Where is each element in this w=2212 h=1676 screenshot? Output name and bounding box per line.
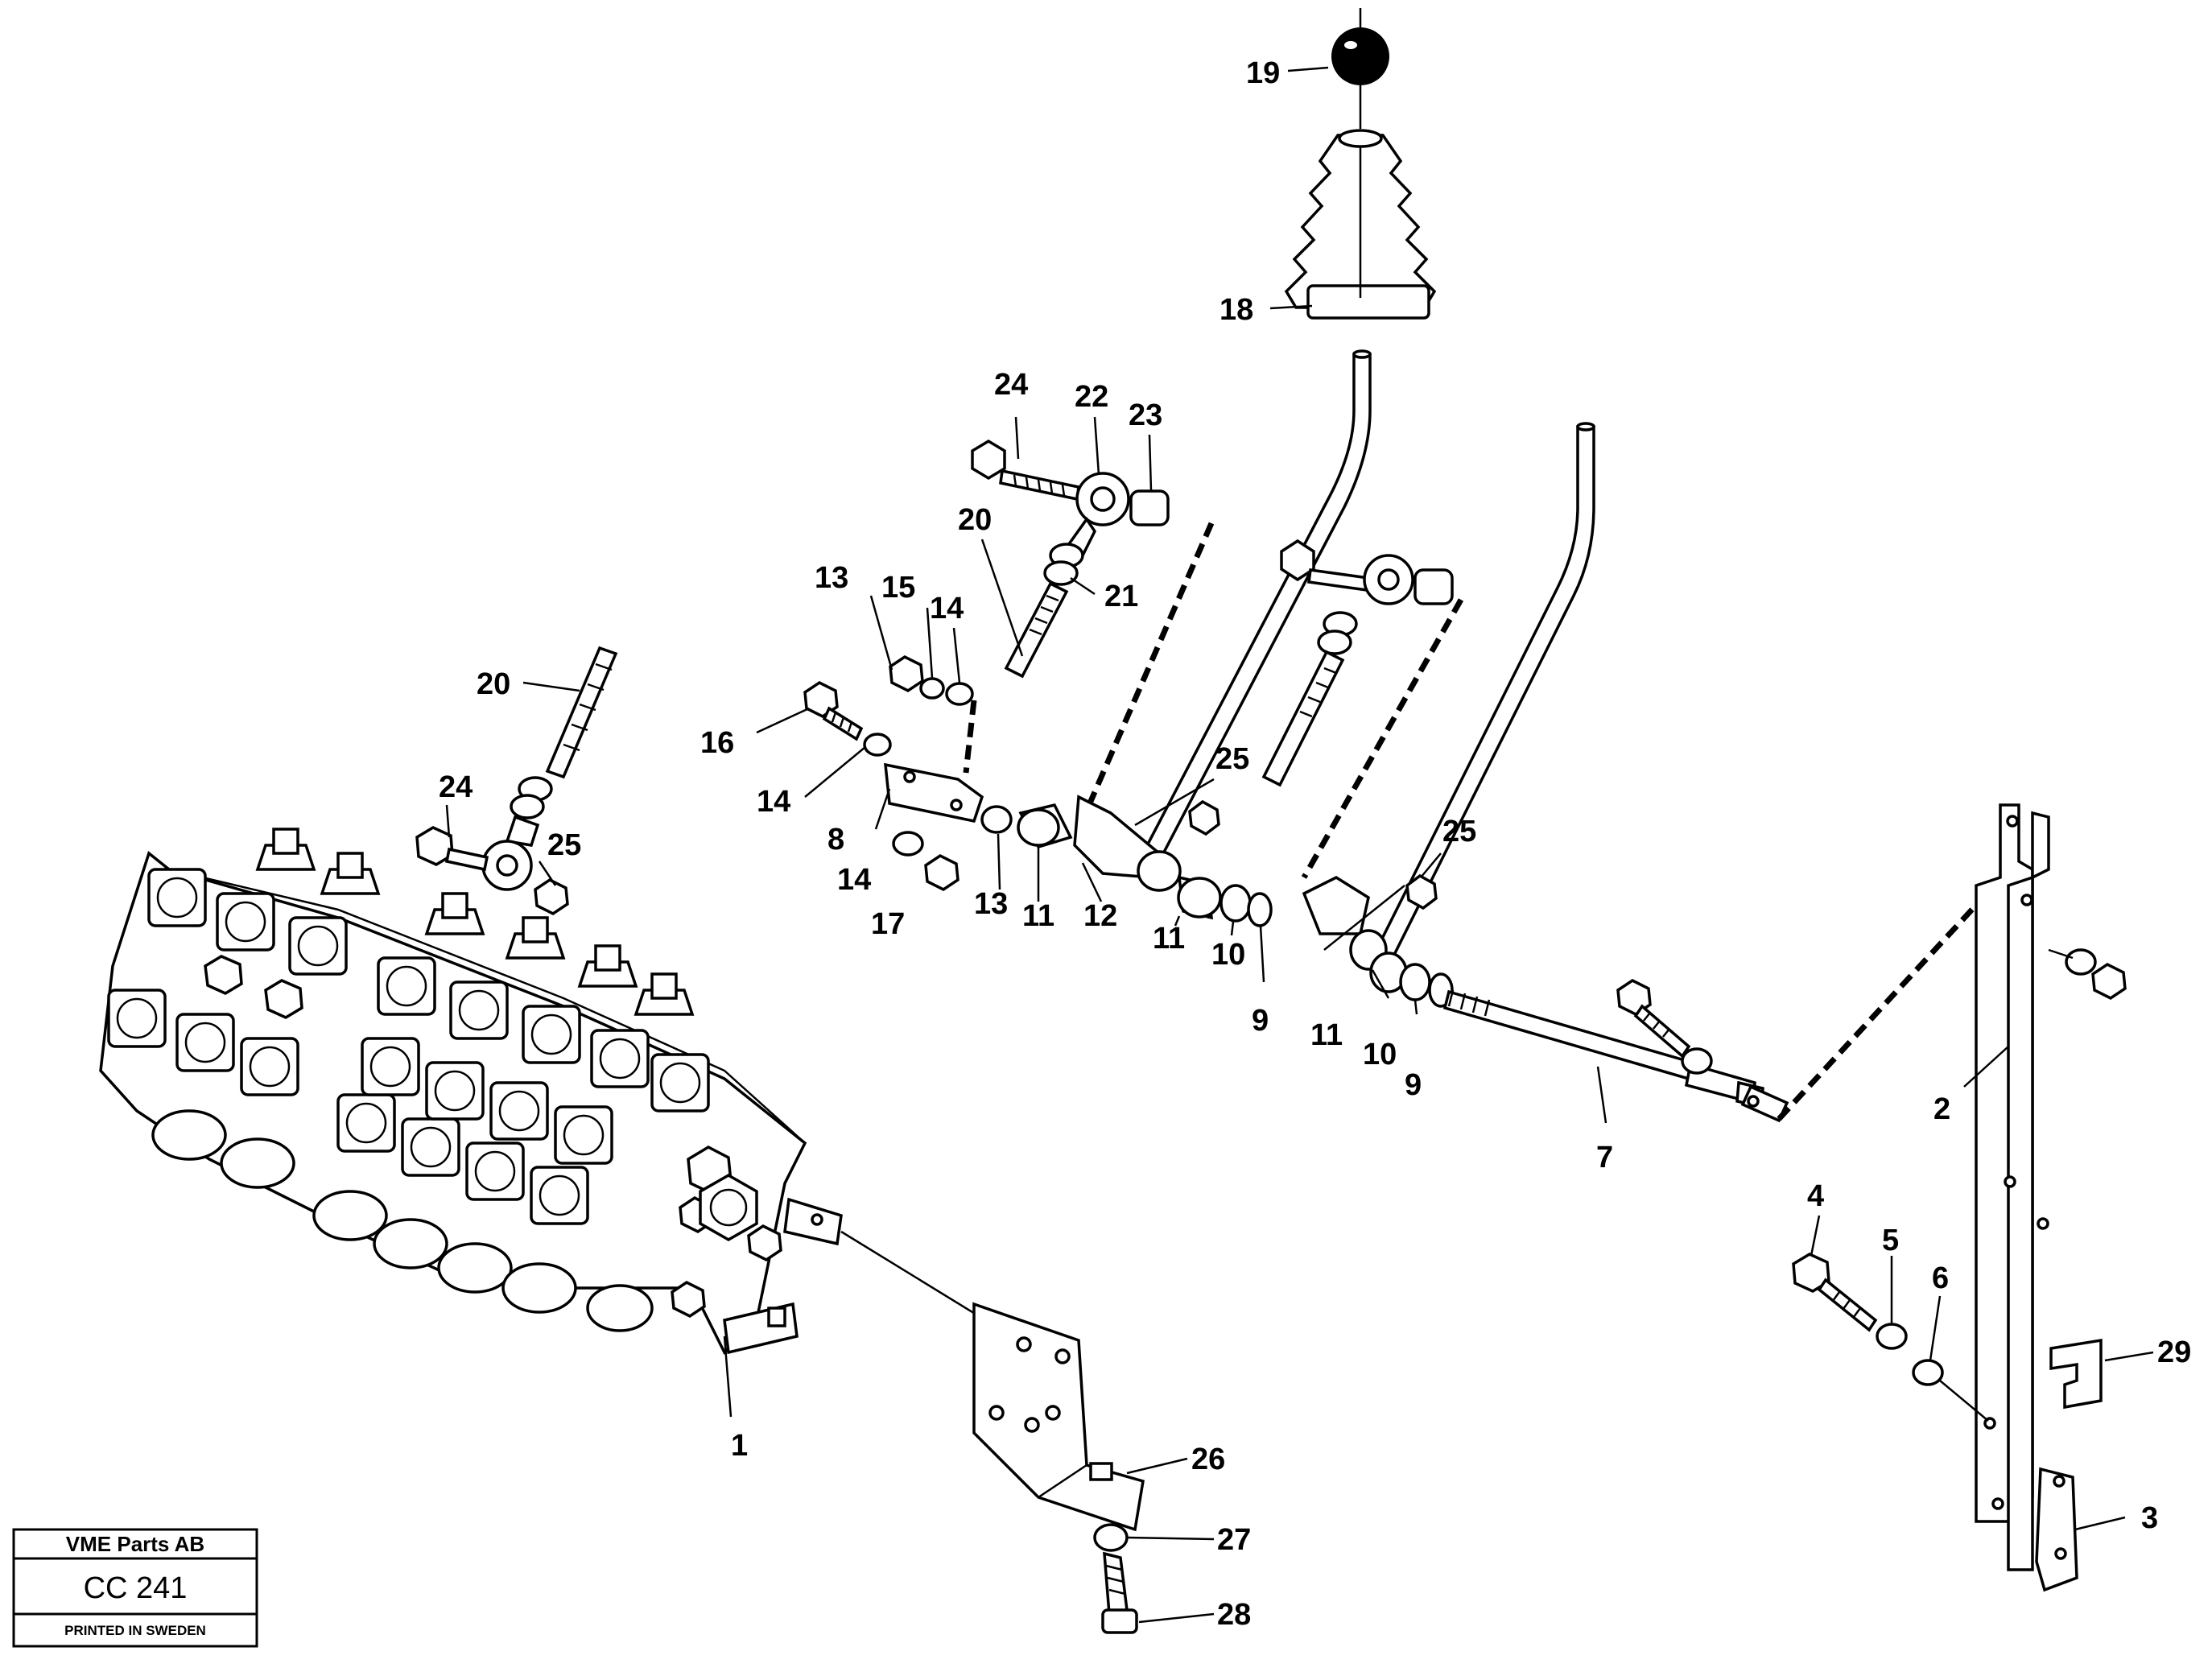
callout-9: 9 (1405, 1068, 1422, 1102)
control-lever-assembly (1141, 8, 1595, 960)
printed-note: PRINTED IN SWEDEN (64, 1623, 206, 1638)
callout-labels: 19 18 24 22 23 20 21 13 15 14 16 14 8 14… (439, 56, 2191, 1632)
callout-13: 13 (974, 887, 1008, 921)
lever-pivot-assembly (1017, 795, 1454, 1008)
link-plate-assembly (803, 654, 1013, 892)
callout-24: 24 (994, 368, 1028, 402)
drawing-code: CC 241 (84, 1571, 188, 1605)
leader-lines (445, 66, 2154, 1624)
callout-20: 20 (477, 667, 510, 701)
frame-bracket-assembly (1792, 803, 2127, 1592)
callout-20: 20 (958, 503, 992, 537)
callout-11: 11 (1153, 922, 1185, 956)
callout-2: 2 (1933, 1092, 1950, 1126)
callout-14: 14 (757, 785, 790, 819)
title-block: VME Parts AB CC 241 PRINTED IN SWEDEN (12, 1528, 258, 1648)
callout-11: 11 (1310, 1018, 1343, 1052)
callout-23: 23 (1129, 398, 1162, 432)
callout-25: 25 (547, 828, 581, 862)
callout-8: 8 (827, 823, 844, 857)
rubber-boot-icon (1284, 129, 1437, 320)
callout-29: 29 (2157, 1335, 2191, 1369)
callout-14: 14 (930, 592, 964, 625)
lever-knob-icon (1331, 27, 1389, 85)
callout-5: 5 (1882, 1224, 1899, 1257)
callout-12: 12 (1083, 899, 1117, 933)
callout-6: 6 (1932, 1261, 1949, 1295)
callout-4: 4 (1807, 1179, 1824, 1213)
callout-26: 26 (1191, 1443, 1225, 1476)
callout-3: 3 (2141, 1501, 2158, 1535)
callout-15: 15 (881, 571, 915, 605)
upper-rod-end-assembly (971, 439, 1215, 831)
callout-22: 22 (1075, 380, 1108, 414)
callout-21: 21 (1104, 580, 1138, 613)
callout-18: 18 (1219, 293, 1253, 327)
callout-19: 19 (1246, 56, 1280, 90)
callout-14: 14 (837, 863, 871, 897)
callout-9: 9 (1252, 1004, 1269, 1038)
callout-13: 13 (815, 561, 848, 595)
mounting-bracket-26 (972, 1302, 1145, 1634)
callout-7: 7 (1596, 1141, 1613, 1174)
callout-27: 27 (1217, 1523, 1251, 1557)
callout-17: 17 (871, 907, 905, 941)
callout-16: 16 (700, 726, 734, 760)
callout-11: 11 (1022, 899, 1054, 933)
callout-10: 10 (1211, 938, 1245, 972)
control-valve-block (99, 828, 1023, 1355)
callout-28: 28 (1217, 1598, 1251, 1632)
left-rod-end-assembly (415, 646, 618, 916)
callout-1: 1 (731, 1429, 748, 1463)
callout-24: 24 (439, 770, 473, 804)
callout-25: 25 (1442, 815, 1476, 848)
company-name: VME Parts AB (66, 1532, 204, 1556)
callout-10: 10 (1363, 1038, 1397, 1071)
callout-25: 25 (1215, 742, 1249, 776)
mid-rod-end-assembly (1261, 539, 1464, 879)
push-rod-assembly (1442, 890, 1991, 1123)
